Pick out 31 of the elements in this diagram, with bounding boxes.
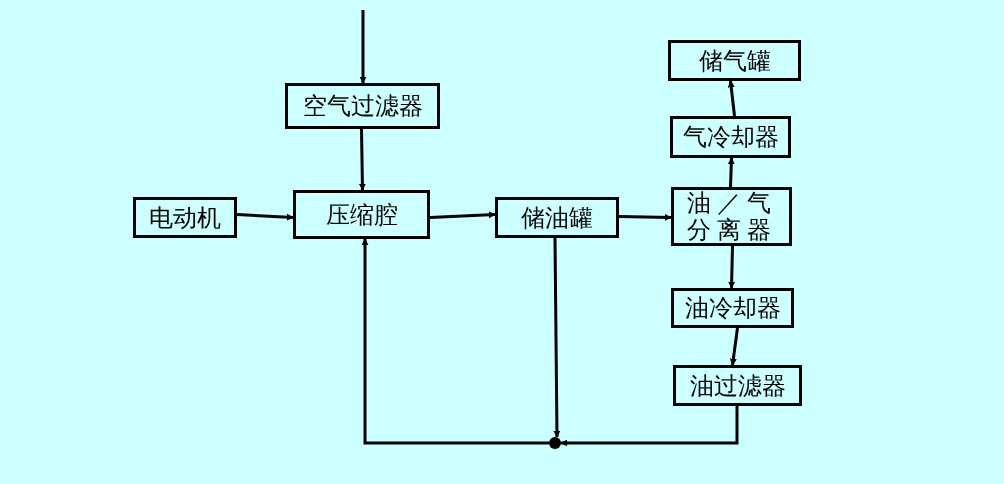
box-label: 气冷却器 [682, 124, 779, 150]
box-label: 压缩腔 [325, 201, 398, 228]
box-label: 油过滤器 [689, 372, 786, 399]
box-label: 空气过滤器 [302, 93, 423, 119]
arrow [429, 211, 496, 219]
arrow [727, 157, 735, 188]
arrow [358, 128, 366, 191]
box-label: 电动机 [149, 204, 221, 231]
arrow [729, 327, 739, 366]
process-box [133, 197, 237, 238]
arrow [728, 245, 736, 289]
arrow [361, 238, 549, 445]
arrow [560, 406, 739, 447]
process-box [285, 83, 440, 129]
arrow [727, 80, 736, 117]
process-box [671, 187, 792, 246]
box-label: 储油罐 [521, 204, 593, 231]
process-box [668, 40, 801, 81]
arrow [236, 213, 294, 221]
process-box [671, 288, 794, 328]
arrow [553, 238, 561, 438]
arrow [618, 213, 672, 221]
box-label: 储气罐 [698, 47, 771, 74]
process-box [495, 197, 619, 238]
junction-dot [549, 437, 561, 449]
process-box [673, 365, 802, 406]
process-box [670, 116, 791, 158]
arrow [359, 10, 367, 84]
process-box [293, 190, 430, 239]
box-label: 油冷却器 [684, 295, 781, 321]
box-label: 油／气分离器 [686, 189, 777, 244]
